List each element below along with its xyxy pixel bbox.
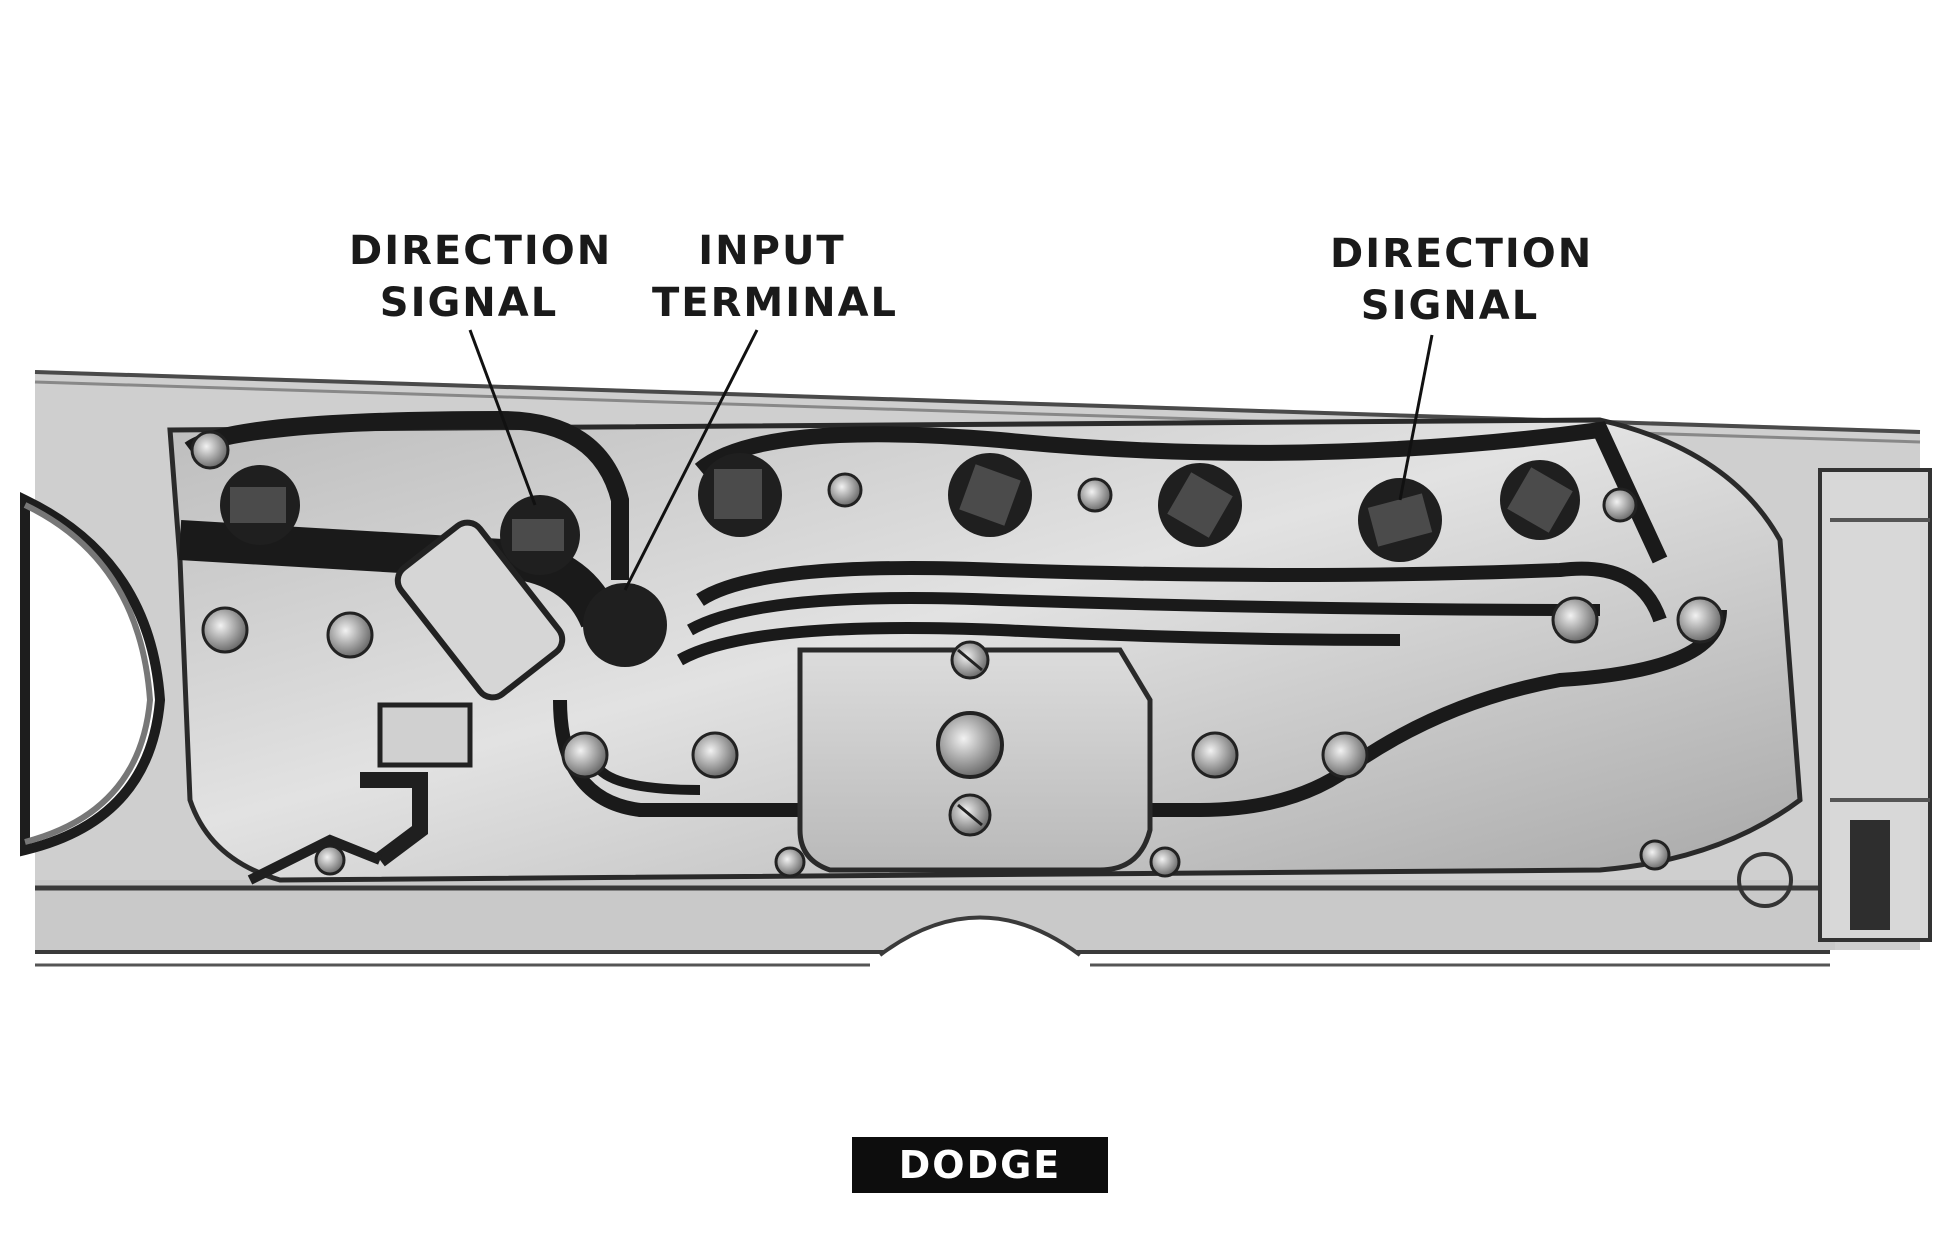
model-badge: DODGE [852, 1137, 1108, 1193]
bolts [190, 430, 1793, 908]
callout-direction-signal-left: DIRECTION SIGNAL [349, 225, 613, 329]
callout-line-2: SIGNAL [1360, 283, 1540, 329]
gauge-opening [20, 492, 166, 857]
model-badge-text: DODGE [898, 1143, 1062, 1187]
connector-bracket [394, 519, 667, 701]
callout-direction-signal-right: DIRECTION SIGNAL [1330, 228, 1594, 332]
callout-input-terminal: INPUT TERMINAL [652, 225, 899, 329]
callout-line-2: SIGNAL [379, 280, 559, 326]
callout-line-1: DIRECTION [349, 228, 613, 274]
leader-lines [468, 329, 1434, 591]
lamp-sockets [220, 453, 1580, 575]
wire-clip [247, 702, 473, 885]
callout-line-1: DIRECTION [1330, 231, 1594, 277]
callout-line-2: TERMINAL [652, 280, 899, 326]
callout-line-1: INPUT [698, 228, 846, 274]
